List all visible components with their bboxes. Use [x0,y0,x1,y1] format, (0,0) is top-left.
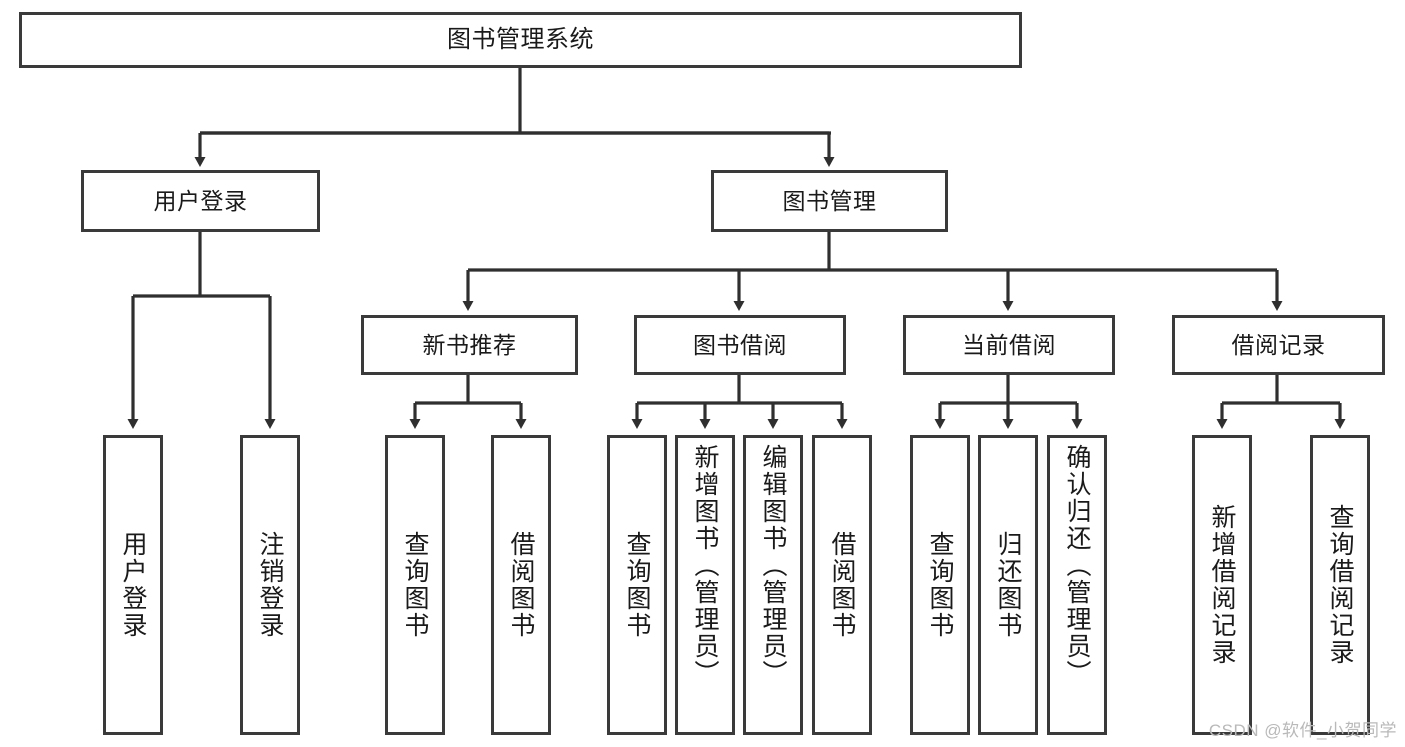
leaf-borrow-edit-book-admin-label: 编辑图书（管理员） [759,444,787,687]
leaf-borrow-query-book[interactable]: 查询图书 [607,435,667,735]
csdn-watermark: CSDN @软件_小贺同学 [1208,721,1397,740]
leaf-newbook-query-book[interactable]: 查询图书 [385,435,445,735]
node-book-management-label: 图书管理 [782,187,877,214]
leaf-logout-label: 注销登录 [256,531,284,639]
leaf-current-return-book-label: 归还图书 [994,531,1022,639]
node-root-label: 图书管理系统 [447,26,594,54]
leaf-current-confirm-return-admin-label: 确认归还（管理员） [1063,444,1091,687]
node-book-borrow[interactable]: 图书借阅 [634,315,846,375]
node-current-borrow-label: 当前借阅 [962,331,1056,358]
leaf-borrow-borrow-book-label: 借阅图书 [828,531,856,639]
node-book-management[interactable]: 图书管理 [711,170,948,232]
node-book-borrow-label: 图书借阅 [693,331,787,358]
leaf-newbook-borrow-book[interactable]: 借阅图书 [491,435,551,735]
leaf-logout[interactable]: 注销登录 [240,435,300,735]
leaf-current-query-book[interactable]: 查询图书 [910,435,970,735]
leaf-borrow-borrow-book[interactable]: 借阅图书 [812,435,872,735]
leaf-borrow-add-book-admin[interactable]: 新增图书（管理员） [675,435,735,735]
leaf-records-query-record[interactable]: 查询借阅记录 [1310,435,1370,735]
leaf-current-return-book[interactable]: 归还图书 [978,435,1038,735]
leaf-current-query-book-label: 查询图书 [926,531,954,639]
node-new-book-recommend-label: 新书推荐 [422,331,517,358]
leaf-user-login[interactable]: 用户登录 [103,435,163,735]
leaf-user-login-label: 用户登录 [119,531,147,639]
node-user-login[interactable]: 用户登录 [81,170,320,232]
leaf-borrow-query-book-label: 查询图书 [623,531,651,639]
node-borrow-records[interactable]: 借阅记录 [1172,315,1385,375]
node-root[interactable]: 图书管理系统 [19,12,1022,68]
node-borrow-records-label: 借阅记录 [1231,331,1326,358]
leaf-newbook-borrow-book-label: 借阅图书 [507,531,535,639]
leaf-current-confirm-return-admin[interactable]: 确认归还（管理员） [1047,435,1107,735]
leaf-borrow-add-book-admin-label: 新增图书（管理员） [691,444,719,687]
node-current-borrow[interactable]: 当前借阅 [903,315,1115,375]
leaf-borrow-edit-book-admin[interactable]: 编辑图书（管理员） [743,435,803,735]
leaf-records-add-record[interactable]: 新增借阅记录 [1192,435,1252,735]
node-new-book-recommend[interactable]: 新书推荐 [361,315,578,375]
leaf-records-query-record-label: 查询借阅记录 [1326,504,1354,666]
node-user-login-label: 用户登录 [153,187,248,214]
leaf-records-add-record-label: 新增借阅记录 [1208,504,1236,666]
leaf-newbook-query-book-label: 查询图书 [401,531,429,639]
